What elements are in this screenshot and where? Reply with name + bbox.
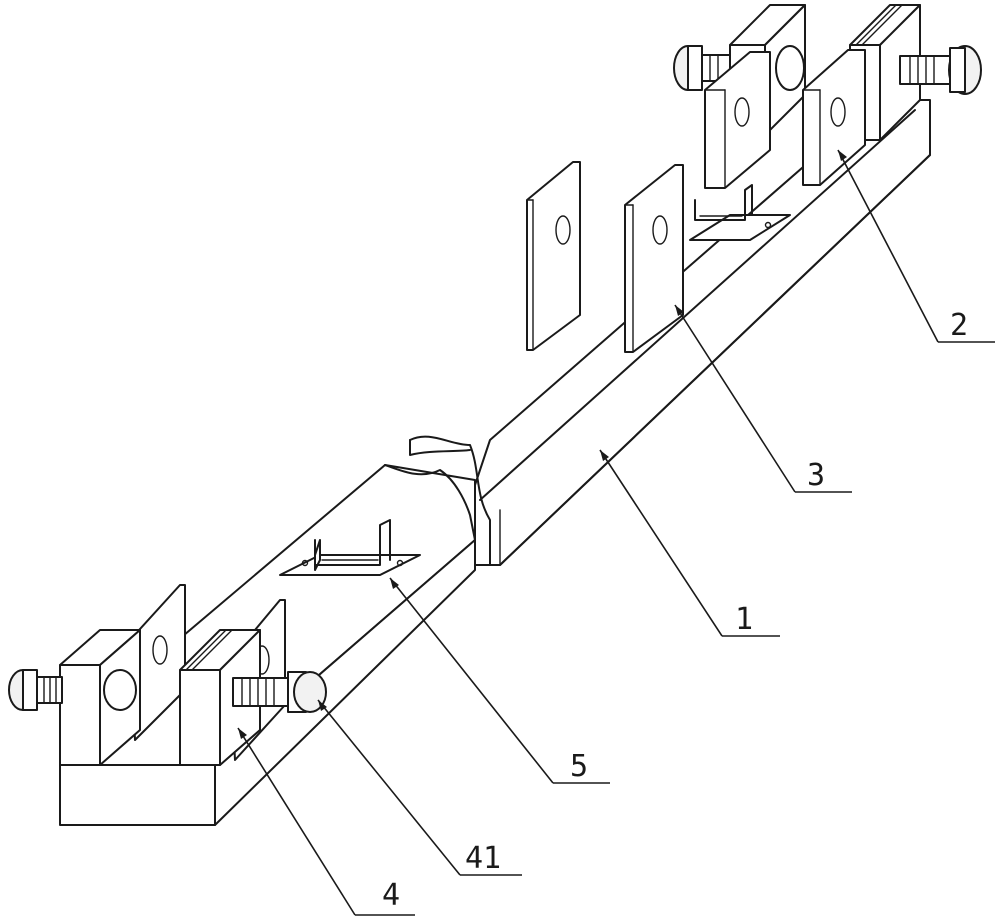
clamp-unit-right [673,4,982,189]
clamp-unit-left [8,584,327,766]
callout-4: 4 [382,878,400,913]
callout-3: 3 [807,458,825,493]
bracket [279,519,421,576]
clamp-plate [802,49,866,186]
callout-5: 5 [570,749,588,784]
plate-left [526,161,581,351]
callout-2: 2 [950,308,968,343]
callout-41: 41 [465,841,501,876]
callout-2-group: 2 [837,149,995,343]
callout-3-group: 3 [674,304,852,493]
plate [624,164,684,353]
bracket-upper [689,184,791,241]
callout-41-group: 41 [317,699,522,876]
callout-5-group: 5 [389,577,610,784]
callout-4-group: 4 [237,727,415,916]
callout-1-group: 1 [599,449,780,637]
screw [232,671,327,713]
callout-1: 1 [735,602,753,637]
